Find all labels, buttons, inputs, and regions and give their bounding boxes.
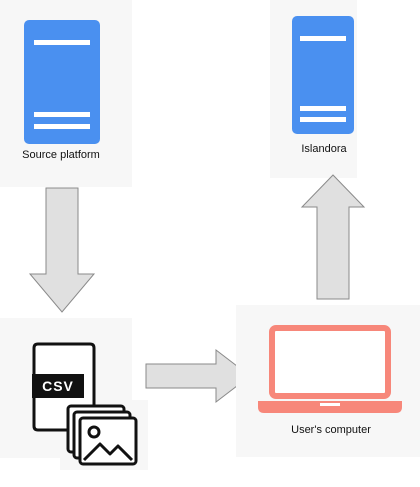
arrow-up — [300, 174, 366, 300]
server-icon — [24, 20, 100, 144]
arrow-down — [28, 187, 96, 313]
csv-label: CSV — [42, 378, 74, 394]
islandora-label: Islandora — [301, 143, 347, 155]
source-platform-label: Source platform — [22, 149, 100, 161]
users-computer-label: User's computer — [291, 424, 371, 436]
arrow-right — [145, 348, 251, 404]
laptop-icon — [258, 325, 402, 413]
images-icon — [66, 404, 138, 466]
server-icon — [292, 16, 354, 134]
